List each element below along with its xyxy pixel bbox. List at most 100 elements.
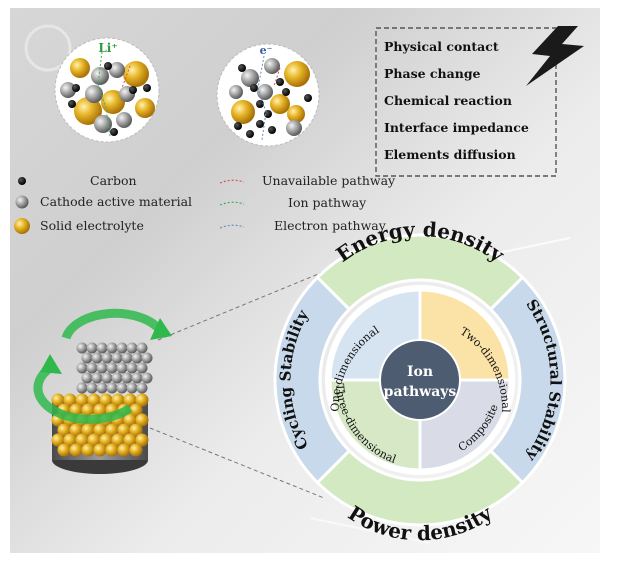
cathode-particle [86,342,98,354]
electrolyte-particle [99,433,113,447]
cycling-stability-segment [273,275,352,485]
pathways-legend: Unavailable pathway Ion pathway Electron… [219,173,396,233]
cathode-particle [141,372,153,384]
cathode-particle [116,382,128,394]
cathode-particle [131,352,143,364]
electrolyte-particle [93,403,107,417]
electrolyte-particle [93,423,107,437]
electron-pathway-swatch-icon [219,224,245,229]
electrolyte-particle [129,443,143,457]
cathode-particle [141,352,153,364]
electrolyte-particle [69,443,83,457]
electrolyte-particle [63,393,77,407]
electrolyte-particle [51,393,65,407]
cathode-particle [126,342,138,354]
electrolyte-particle [123,433,137,447]
challenge-item: Chemical reaction [384,93,512,108]
cathode-swatch-icon [15,195,29,209]
electrolyte-particle [51,433,65,447]
electrolyte-particle [105,423,119,437]
structural-stability-segment [488,275,567,485]
cathode-particle [136,342,148,354]
li-ion-magnified-circle: Li⁺ [54,37,160,143]
cathode-particle [116,362,128,374]
cathode-particle [81,352,93,364]
legend-label: Electron pathway [274,218,387,233]
cathode-particle [131,372,143,384]
cathode-particle [106,382,118,394]
cathode-particle [101,352,113,364]
cathode-particle [116,342,128,354]
electrolyte-particle [129,403,143,417]
electrolyte-particle [57,443,71,457]
cathode-particle [136,382,148,394]
electrode-cylinder-illustration [33,308,172,474]
legend-label: Cathode active material [40,194,192,209]
electrolyte-particle [81,423,95,437]
electrolyte-particle [57,423,71,437]
ion-pathways-center [379,339,461,421]
legend-label: Ion pathway [288,195,367,210]
cathode-particle [81,372,93,384]
center-label: pathways [384,384,457,400]
cathode-particle [91,372,103,384]
cathode-particle [96,382,108,394]
electrolyte-particle [111,393,125,407]
cathode-particle [126,382,138,394]
electrolyte-particle [117,423,131,437]
cathode-particle [86,382,98,394]
legend-label: Carbon [90,173,137,188]
challenge-item: Physical contact [384,39,499,54]
electrolyte-particle [69,423,83,437]
carbon-swatch-icon [18,177,26,185]
cathode-particle [76,382,88,394]
cathode-particle [86,362,98,374]
electrolyte-particle [75,393,89,407]
electrolyte-particle [123,413,137,427]
ion-pathway-swatch-icon [219,201,245,206]
lightning-icon [526,26,584,86]
legend-label: Solid electrolyte [40,218,144,233]
electrolyte-particle [117,443,131,457]
cathode-particle [96,362,108,374]
electrolyte-particle [135,413,149,427]
electrolyte-particle [63,433,77,447]
electrolyte-particle [105,443,119,457]
cathode-particle [76,342,88,354]
electron-magnified-circle: e⁻ [216,43,320,147]
legend-label: Unavailable pathway [262,173,396,188]
challenge-item: Interface impedance [384,120,529,135]
ion-pathways-wheel: Ion pathways Energy density Power densit… [273,217,567,545]
electrolyte-particle [93,443,107,457]
unavailable-pathway-swatch-icon [219,179,245,184]
electrolyte-particle [135,393,149,407]
cathode-particle [111,372,123,384]
challenge-item: Elements diffusion [384,147,516,162]
cathode-particle [106,342,118,354]
diagram-canvas: Li⁺ e⁻ Physical contact Phase change Che… [14,24,584,545]
watermark-logo [24,24,72,72]
electrolyte-swatch-icon [14,218,30,234]
cathode-particle [101,372,113,384]
electrolyte-particle [87,433,101,447]
electrolyte-particle [135,433,149,447]
electrolyte-particle [87,393,101,407]
electrolyte-particle [81,443,95,457]
electrolyte-particle [123,393,137,407]
challenges-box: Physical contact Phase change Chemical r… [375,26,584,177]
cathode-particle [121,372,133,384]
cathode-particle [136,362,148,374]
electrolyte-particle [129,423,143,437]
electrolyte-particle [99,393,113,407]
cathode-particle [106,362,118,374]
center-label: Ion [407,364,433,380]
cathode-particle [91,352,103,364]
cathode-particle [96,342,108,354]
cathode-particle [76,362,88,374]
cathode-particle [121,352,133,364]
electron-label: e⁻ [260,44,273,57]
cathode-particle [126,362,138,374]
electrolyte-particle [81,403,95,417]
figure-frame: Li⁺ e⁻ Physical contact Phase change Che… [10,8,600,553]
electrolyte-particle [111,433,125,447]
